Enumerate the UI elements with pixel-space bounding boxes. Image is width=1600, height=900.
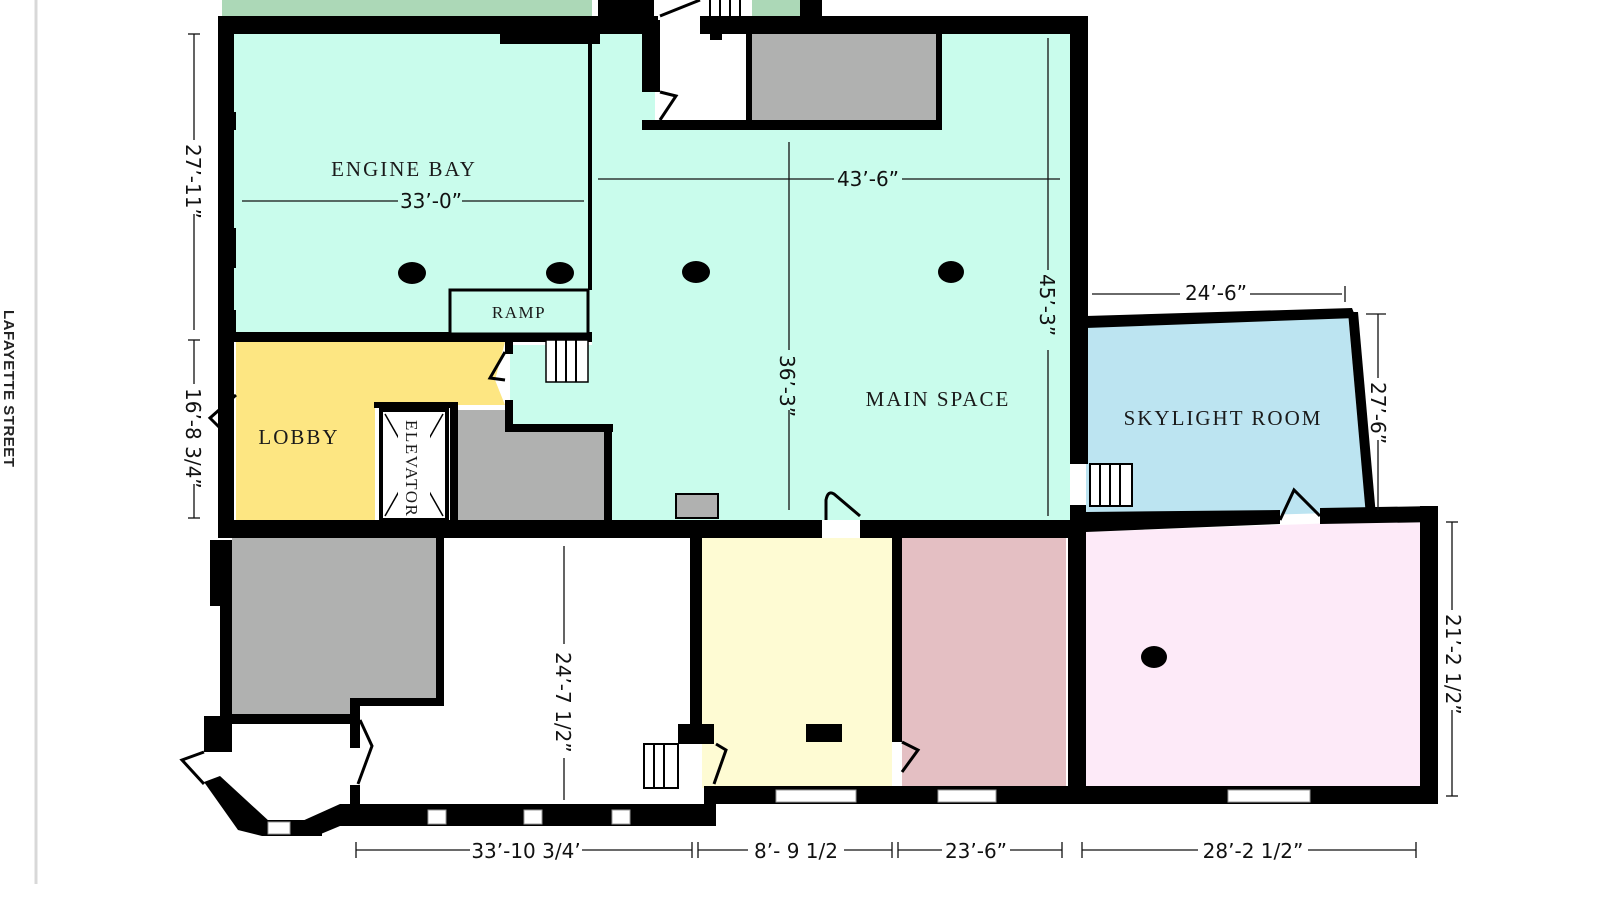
service-area-bottom-left [232, 538, 436, 716]
exterior-green-strip-right [752, 0, 800, 16]
room-label-skylight: SKYLIGHT ROOM [1124, 406, 1323, 430]
room-skylight [1086, 314, 1366, 520]
stairs-ramp [545, 339, 589, 383]
dim-bottom-2: 8’- 9 1/2 [754, 839, 838, 863]
room-pale-yellow [702, 538, 892, 788]
dim-main-height: 45’-3” [1035, 274, 1059, 336]
dim-bottom-4: 28’-2 1/2” [1203, 839, 1304, 863]
dim-front-left-height: 24’-7 1/2” [551, 652, 575, 753]
elevator-label: ELEVATOR [402, 420, 421, 517]
fixture-black-box [806, 724, 842, 742]
dim-engine-bay-height: 27’-11” [181, 144, 205, 219]
room-label-ramp: RAMP [492, 303, 546, 322]
doors [179, 0, 1322, 786]
dim-rear-right-height: 21’-2 1/2” [1441, 614, 1465, 715]
column-icon [398, 262, 426, 284]
stairs-front [643, 743, 679, 789]
dim-bottom-1: 33’-10 3/4’ [471, 839, 580, 863]
ramp [448, 288, 590, 336]
dim-engine-bay-width: 33’-0” [400, 189, 462, 213]
dim-skylight-height: 27’-6” [1366, 382, 1390, 444]
column-icon [1141, 646, 1167, 668]
dim-bottom-3: 23’-6” [945, 839, 1007, 863]
room-main-space [510, 34, 1070, 520]
room-label-main-space: MAIN SPACE [866, 387, 1011, 411]
service-area-top [752, 34, 936, 124]
dim-skylight-width: 24’-6” [1185, 281, 1247, 305]
room-pink [1086, 520, 1420, 790]
fixture-gray-box [675, 493, 719, 519]
dimension-lines [188, 33, 1458, 858]
exterior-green-strip-left [222, 0, 592, 16]
stair-hall [660, 20, 748, 122]
column-icon [682, 261, 710, 283]
room-lobby [236, 342, 505, 520]
room-label-lobby: LOBBY [258, 425, 339, 449]
stairs-skylight [1089, 463, 1133, 507]
street-label: LAFAYETTE STREET [0, 310, 17, 467]
dim-lobby-height: 16’-8 3/4” [181, 388, 205, 489]
service-area-mid [456, 410, 604, 520]
walls [204, 0, 1438, 836]
columns [398, 261, 1167, 668]
room-rose [902, 538, 1066, 788]
column-icon [546, 262, 574, 284]
room-label-engine-bay: ENGINE BAY [331, 157, 477, 181]
dim-main-inner-height: 36’-3” [775, 355, 799, 417]
stairs-top [709, 0, 741, 16]
column-icon [938, 261, 964, 283]
room-front-hall [360, 538, 690, 808]
dim-main-width: 43’-6” [837, 167, 899, 191]
